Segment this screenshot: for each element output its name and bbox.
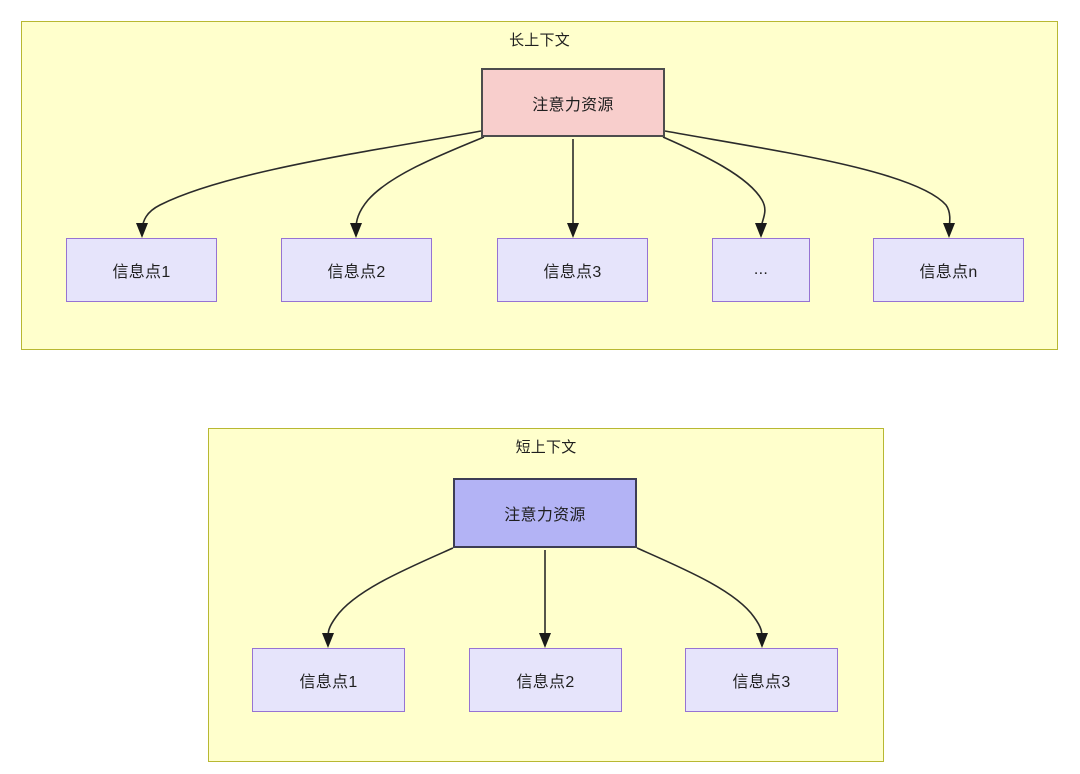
node-label: 信息点2 (516, 674, 575, 691)
node-label: ... (753, 261, 769, 278)
node-info-point-n-long[interactable]: 信息点n (873, 238, 1024, 302)
group-long-context-title: 长上下文 (509, 32, 570, 49)
node-info-point-1-short[interactable]: 信息点1 (252, 648, 405, 712)
node-info-point-2-long[interactable]: 信息点2 (281, 238, 432, 302)
node-label: 信息点3 (543, 264, 602, 281)
node-info-point-2-short[interactable]: 信息点2 (469, 648, 622, 712)
node-attention-resource-short[interactable]: 注意力资源 (453, 478, 637, 548)
node-info-point-3-short[interactable]: 信息点3 (685, 648, 838, 712)
node-label: 注意力资源 (532, 96, 614, 114)
node-label: 信息点2 (327, 264, 386, 281)
node-attention-resource-long[interactable]: 注意力资源 (481, 68, 665, 137)
node-info-point-ellipsis-long[interactable]: ... (712, 238, 810, 302)
node-label: 注意力资源 (504, 507, 586, 524)
node-label: 信息点n (919, 264, 978, 281)
group-short-context-title: 短上下文 (515, 439, 577, 456)
node-info-point-1-long[interactable]: 信息点1 (66, 238, 217, 302)
node-info-point-3-long[interactable]: 信息点3 (497, 238, 648, 302)
node-label: 信息点3 (732, 674, 791, 691)
node-label: 信息点1 (112, 264, 171, 281)
node-label: 信息点1 (299, 674, 358, 691)
